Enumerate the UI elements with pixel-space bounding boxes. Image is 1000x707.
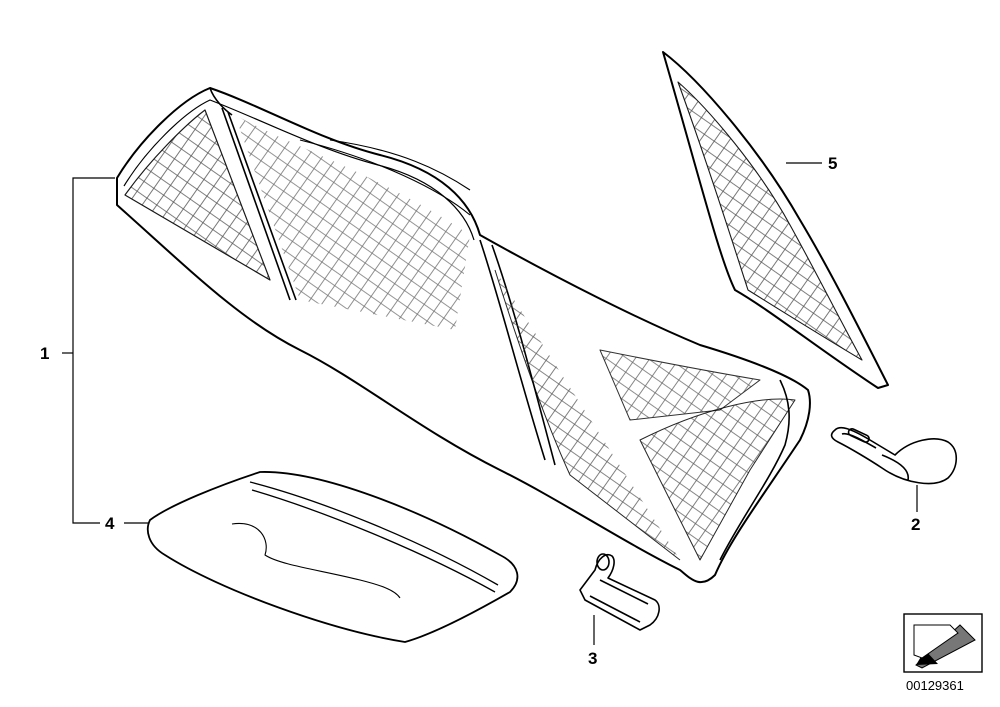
callout-1: 1 <box>40 344 50 363</box>
mounting-clip <box>579 553 660 631</box>
callout-3: 3 <box>588 649 598 668</box>
leader-lines <box>62 162 918 645</box>
document-number: 00129361 <box>906 678 964 693</box>
callout-2: 2 <box>911 515 921 534</box>
direction-arrow-icon <box>903 613 983 673</box>
callout-5: 5 <box>828 154 838 173</box>
handle-bracket <box>830 426 958 485</box>
wind-deflector-frame <box>116 87 811 584</box>
callout-4: 4 <box>105 514 115 533</box>
storage-cover <box>146 471 519 643</box>
side-mesh-panel <box>662 51 889 389</box>
leader-1-bracket <box>72 177 115 524</box>
